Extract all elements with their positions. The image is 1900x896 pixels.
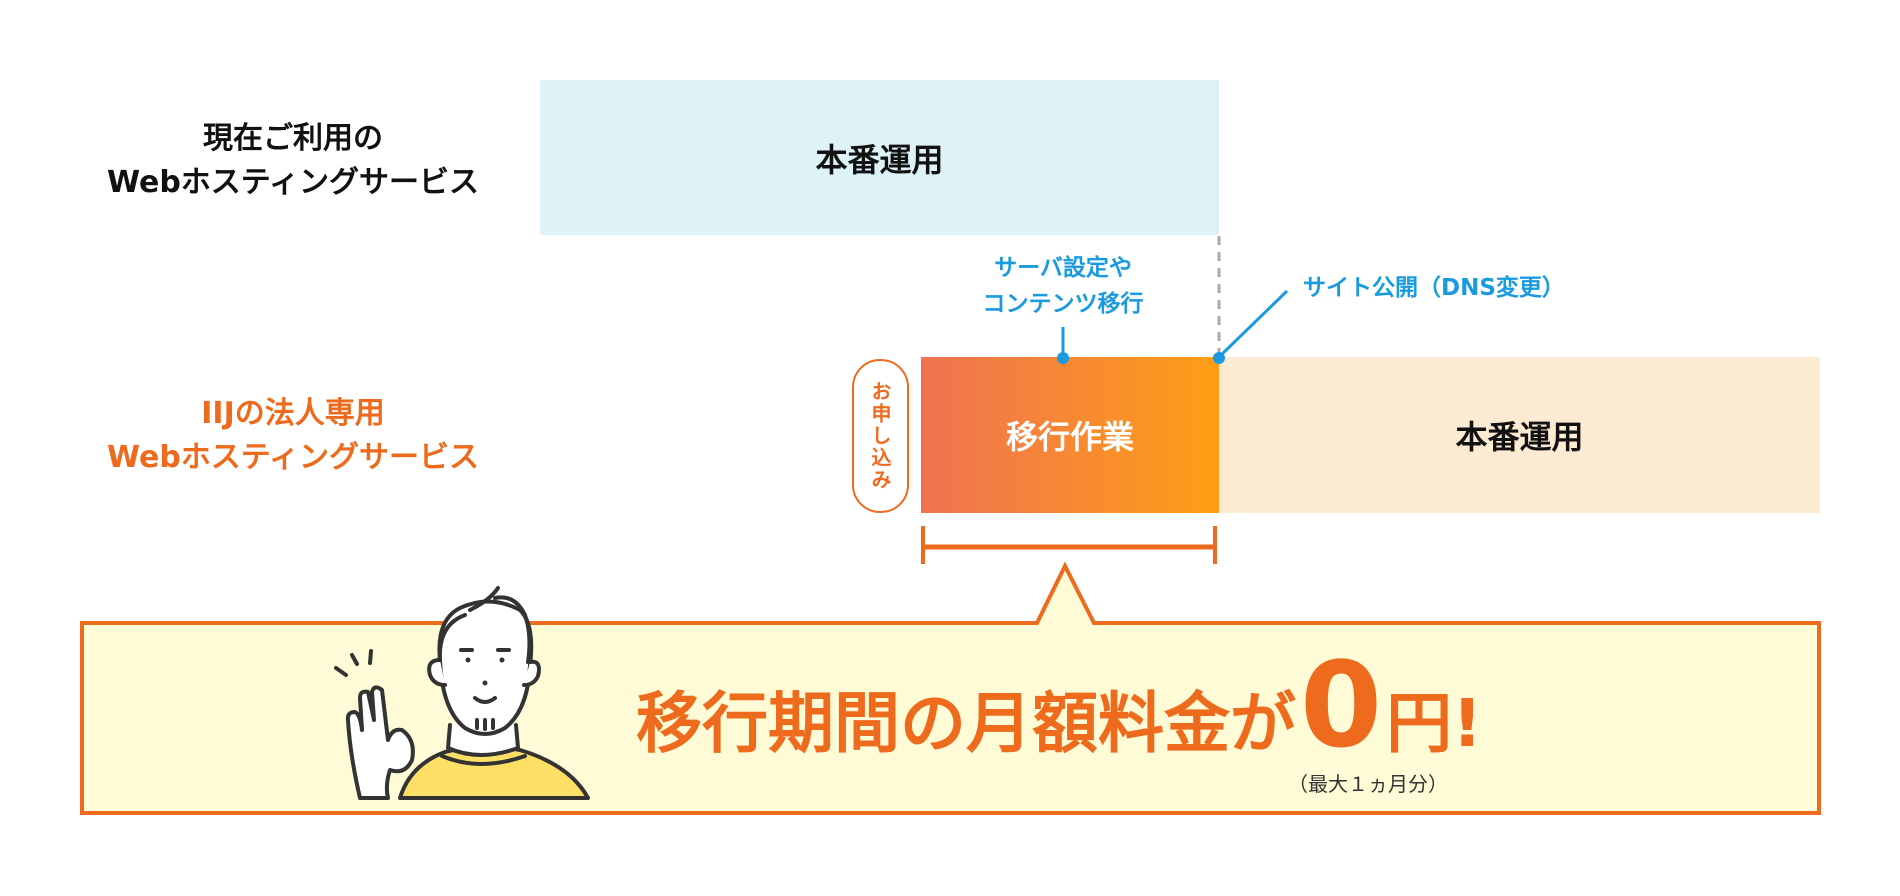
- label-line: Webホスティングサービス: [106, 440, 480, 475]
- annotation-line: コンテンツ移行: [982, 291, 1144, 317]
- current-service-label: 現在ご利用の Webホスティングサービス: [90, 117, 496, 205]
- free-migration-headline: 移行期間の月額料金が 0 円!: [636, 636, 1483, 774]
- bar-label: 本番運用: [815, 140, 944, 179]
- label-line: 現在ご利用の: [203, 121, 383, 156]
- max-one-month-note: （最大１ヵ月分）: [1288, 772, 1448, 796]
- hand: [345, 685, 415, 800]
- person-ok-gesture-illustration: [334, 586, 590, 800]
- site-launch-annotation: サイト公開（DNS変更）: [1303, 275, 1565, 301]
- headline-zero: 0: [1300, 636, 1383, 774]
- migration-work-bar: 移行作業: [921, 357, 1219, 513]
- headline-text: 移行期間の月額料金が: [636, 685, 1296, 762]
- label-line: IIJの法人専用: [201, 396, 385, 431]
- apply-label: お申し込み: [868, 381, 892, 491]
- bar-label: 移行作業: [1005, 418, 1134, 456]
- iij-production-bar: 本番運用: [1219, 357, 1820, 513]
- migration-period-bracket: [921, 526, 1217, 564]
- application-pill: お申し込み: [852, 359, 909, 513]
- launch-annotation-leader: [1217, 289, 1289, 359]
- label-line: Webホスティングサービス: [106, 165, 480, 200]
- headline-yen: 円!: [1386, 685, 1483, 762]
- iij-service-label: IIJの法人専用 Webホスティングサービス: [90, 392, 496, 480]
- bar-label: 本番運用: [1455, 418, 1584, 456]
- server-setup-annotation: サーバ設定や コンテンツ移行: [943, 250, 1183, 322]
- annotation-line: サーバ設定や: [994, 255, 1132, 281]
- current-production-bar: 本番運用: [540, 80, 1219, 235]
